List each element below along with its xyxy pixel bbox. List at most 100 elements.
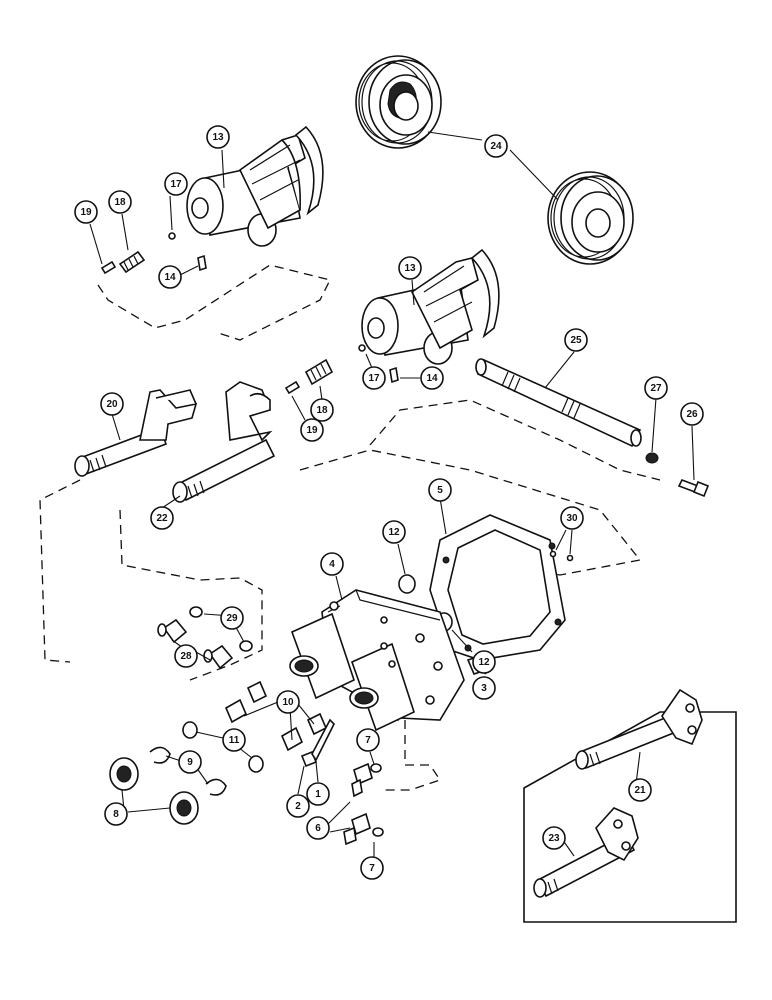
breather-28b (203, 644, 234, 670)
leader-19a (89, 223, 103, 265)
callout-circle (628, 778, 652, 802)
callout-3: 3 (472, 676, 496, 700)
callout-number: 17 (170, 179, 182, 190)
callout-circle (484, 134, 508, 158)
callout-number: 4 (329, 559, 335, 570)
callout-number: 14 (426, 373, 438, 384)
interlock-pin-14a (197, 254, 207, 272)
callout-circle (310, 398, 334, 422)
callout-12b: 12 (472, 650, 496, 674)
callout-number: 22 (156, 513, 168, 524)
leader-8 (121, 789, 171, 813)
callout-5: 5 (428, 478, 452, 502)
callout-number: 13 (212, 132, 224, 143)
callout-14b: 14 (420, 366, 444, 390)
callout-circle (360, 856, 384, 880)
leader-25 (544, 351, 575, 389)
callout-circle (286, 794, 310, 818)
leader-5 (439, 497, 447, 535)
callout-circle (472, 676, 496, 700)
callout-circle (164, 172, 188, 196)
shifter-shaft-23 (533, 807, 639, 898)
callout-30: 30 (560, 506, 584, 530)
callout-13b: 13 (398, 256, 422, 280)
callout-circle (206, 125, 230, 149)
leader-7a (369, 751, 375, 765)
callout-18a: 18 (108, 190, 132, 214)
callout-4: 4 (320, 552, 344, 576)
callout-circle (428, 478, 452, 502)
leader-2 (297, 765, 305, 795)
callout-circle (382, 520, 406, 544)
callout-circle (300, 418, 324, 442)
callout-circle (222, 728, 246, 752)
callout-number: 17 (368, 373, 380, 384)
callout-18b: 18 (310, 398, 334, 422)
oil-seal-8b (169, 791, 199, 825)
callout-8: 8 (104, 802, 128, 826)
ball-30a (549, 550, 557, 558)
callout-23: 23 (542, 826, 566, 850)
callout-number: 23 (548, 833, 560, 844)
shift-rail (475, 358, 642, 448)
dashed-group-outline-left (39, 479, 263, 681)
leader-1 (315, 761, 319, 783)
leader-20 (111, 413, 121, 441)
callout-6: 6 (306, 816, 330, 840)
inset-alternate-shafts (523, 688, 737, 923)
callout-7b: 7 (360, 856, 384, 880)
callout-17a: 17 (164, 172, 188, 196)
callout-number: 5 (437, 485, 443, 496)
washer-29a (189, 606, 203, 618)
callout-number: 24 (490, 141, 502, 152)
callout-13a: 13 (206, 125, 230, 149)
o-ring-7a (370, 763, 382, 773)
breather-28a (157, 618, 188, 644)
leader-27 (651, 397, 657, 453)
callout-circle (320, 552, 344, 576)
callout-number: 3 (481, 683, 487, 694)
callout-number: 12 (388, 527, 400, 538)
callout-1: 1 (306, 782, 330, 806)
washer-29b (239, 640, 253, 652)
callout-number: 14 (164, 272, 176, 283)
callout-number: 27 (650, 383, 662, 394)
leader-24 (427, 131, 559, 201)
callout-26: 26 (680, 402, 704, 426)
shifter-shaft-22 (172, 381, 276, 503)
ball-30b (566, 554, 574, 562)
callout-number: 13 (404, 263, 416, 274)
snap-ring-9b (205, 778, 227, 796)
detent-ball-17a (168, 232, 176, 240)
leader-21 (635, 751, 641, 785)
callout-number: 12 (478, 657, 490, 668)
callout-number: 28 (180, 651, 192, 662)
callout-7a: 7 (356, 728, 380, 752)
detent-ball-17b (358, 344, 366, 352)
cover-gasket (429, 514, 566, 661)
callout-10: 10 (276, 690, 300, 714)
cap-screw-26 (677, 478, 710, 498)
callout-circle (100, 392, 124, 416)
callout-circle (420, 366, 444, 390)
callout-22: 22 (150, 506, 174, 530)
leader-6 (325, 801, 351, 833)
callout-number: 19 (306, 425, 318, 436)
callout-circle (564, 328, 588, 352)
callout-number: 19 (80, 207, 92, 218)
leader-19b (291, 395, 306, 421)
o-ring-7b (372, 827, 384, 837)
clutch-sleeve-lower (547, 171, 634, 265)
detent-spring-18a (118, 250, 146, 274)
shift-pin-19a (100, 260, 117, 275)
callout-number: 1 (315, 789, 321, 800)
callout-number: 8 (113, 809, 119, 820)
callout-number: 30 (566, 513, 578, 524)
callout-number: 18 (114, 197, 126, 208)
callout-number: 18 (316, 405, 328, 416)
leader-26 (691, 425, 695, 481)
shift-cover (289, 589, 465, 732)
callout-29: 29 (220, 606, 244, 630)
shift-fork-lower (361, 248, 500, 365)
